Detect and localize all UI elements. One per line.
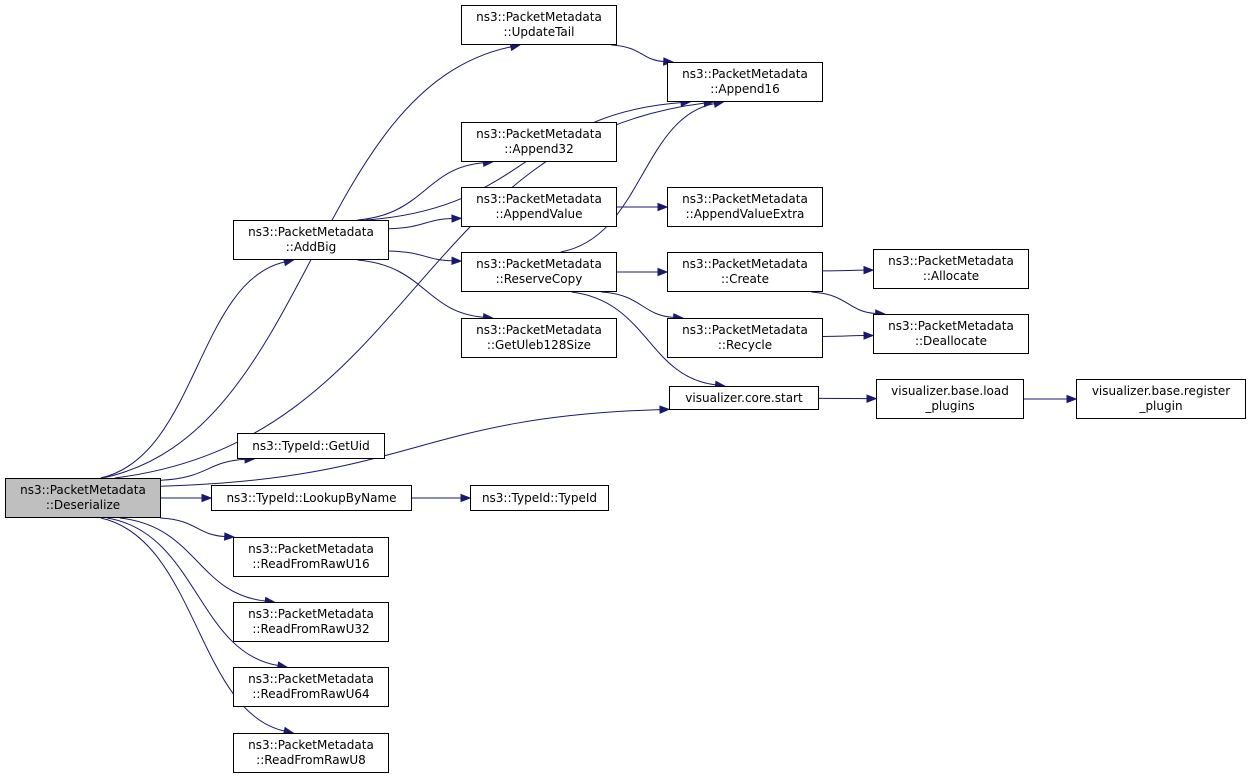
node-label-line2: ::AppendValue: [495, 207, 583, 221]
arrowhead-create-to-allocate: [863, 265, 875, 275]
node-label-line1: ns3::PacketMetadata: [248, 672, 374, 686]
node-label-line1: ns3::PacketMetadata: [682, 192, 808, 206]
node-label-line2: ::ReadFromRawU8: [256, 753, 366, 767]
node-label-line2: ::ReadFromRawU32: [252, 622, 370, 636]
node-append16[interactable]: ns3::PacketMetadata ::Append16: [667, 62, 823, 102]
node-label-line2: ::Allocate: [922, 269, 980, 283]
node-label-line1: visualizer.base.register: [1091, 384, 1231, 398]
edge-deserialize-to-getuid: [160, 458, 246, 481]
node-read-from-raw-u64[interactable]: ns3::PacketMetadata ::ReadFromRawU64: [233, 667, 389, 707]
node-label-line2: ::ReadFromRawU16: [252, 557, 370, 571]
node-label-line1: ns3::PacketMetadata: [476, 10, 602, 24]
node-label-line2: ::ReserveCopy: [495, 272, 583, 286]
node-label-line1: ns3::PacketMetadata: [476, 257, 602, 271]
node-visualizer-load-plugins[interactable]: visualizer.base.load _plugins: [876, 379, 1024, 419]
edge-addbig-to-appendvalue: [388, 218, 453, 230]
node-label-line2: ::Deallocate: [914, 334, 988, 348]
edge-reservecopy-to-append16: [560, 103, 715, 253]
arrowhead-deserialize-to-lookupbyname: [201, 493, 213, 503]
arrowhead-loadplugins-to-registerplugin: [1066, 394, 1078, 404]
node-label-line2: ::Recycle: [717, 338, 773, 352]
arrowhead-addbig-to-appendvalue: [451, 214, 463, 223]
node-label-line1: ns3::PacketMetadata: [682, 323, 808, 337]
edge-reservecopy-to-corestart: [571, 291, 716, 386]
node-label-line1: ns3::PacketMetadata: [248, 607, 374, 621]
arrowhead-recycle-to-deallocate: [863, 331, 875, 340]
node-deallocate[interactable]: ns3::PacketMetadata ::Deallocate: [873, 314, 1029, 354]
edge-addbig-to-reservecopy: [388, 250, 453, 262]
node-visualizer-register-plugin[interactable]: visualizer.base.register _plugin: [1076, 379, 1246, 419]
edge-deserialize-to-readu8: [100, 517, 285, 732]
node-label-line2: ::AddBig: [285, 240, 337, 254]
node-label-line1: ns3::PacketMetadata: [476, 323, 602, 337]
node-label-line1: ns3::PacketMetadata: [476, 192, 602, 206]
node-read-from-raw-u32[interactable]: ns3::PacketMetadata ::ReadFromRawU32: [233, 602, 389, 642]
arrowhead-corestart-to-loadplugins: [866, 394, 878, 403]
edge-deserialize-to-readu16: [160, 517, 225, 538]
arrowhead-reservecopy-to-create: [657, 267, 669, 277]
edge-addbig-to-getuleb: [357, 259, 484, 318]
node-append-value[interactable]: ns3::PacketMetadata ::AppendValue: [461, 187, 617, 227]
edge-deserialize-to-readu32: [119, 517, 266, 602]
edge-create-to-deallocate: [811, 291, 876, 314]
node-add-big[interactable]: ns3::PacketMetadata ::AddBig: [233, 220, 389, 260]
node-get-uleb128-size[interactable]: ns3::PacketMetadata ::GetUleb128Size: [461, 318, 617, 358]
node-label-line2: ::UpdateTail: [503, 25, 575, 39]
edge-reservecopy-to-recycle: [601, 291, 674, 318]
node-reserve-copy[interactable]: ns3::PacketMetadata ::ReserveCopy: [461, 252, 617, 292]
node-label-line2: _plugin: [1139, 399, 1183, 413]
node-create[interactable]: ns3::PacketMetadata ::Create: [667, 252, 823, 292]
node-label-line1: visualizer.core.start: [685, 390, 803, 405]
node-label-line1: ns3::PacketMetadata: [682, 257, 808, 271]
node-typeid-lookup-by-name[interactable]: ns3::TypeId::LookupByName: [211, 485, 412, 511]
node-label-line1: ns3::PacketMetadata: [248, 225, 374, 239]
edge-deserialize-to-addbig: [100, 261, 285, 479]
node-visualizer-core-start[interactable]: visualizer.core.start: [669, 386, 819, 410]
node-label-line2: ::GetUleb128Size: [486, 338, 592, 352]
node-label-line2: ::Deserialize: [45, 498, 121, 512]
node-read-from-raw-u16[interactable]: ns3::PacketMetadata ::ReadFromRawU16: [233, 537, 389, 577]
node-typeid-typeid[interactable]: ns3::TypeId::TypeId: [470, 485, 609, 511]
node-recycle[interactable]: ns3::PacketMetadata ::Recycle: [667, 318, 823, 358]
node-label-line1: ns3::PacketMetadata: [682, 67, 808, 81]
arrowhead-deserialize-to-corestart: [659, 405, 671, 414]
node-label-line2: ::Append16: [710, 82, 780, 96]
arrowhead-addbig-to-reservecopy: [451, 256, 463, 266]
arrowhead-appendvalue-to-appendvalueextra: [657, 202, 669, 212]
node-label-line2: ::ReadFromRawU64: [252, 687, 370, 701]
arrowhead-lookupbyname-to-typeid: [460, 493, 472, 503]
node-label-line1: ns3::TypeId::TypeId: [481, 490, 598, 505]
arrowhead-deserialize-to-readu16: [224, 532, 236, 541]
node-label-line1: ns3::TypeId::GetUid: [252, 438, 370, 453]
edge-deserialize-to-readu64: [107, 517, 279, 667]
node-label-line1: ns3::PacketMetadata: [20, 483, 146, 497]
node-allocate[interactable]: ns3::PacketMetadata ::Allocate: [873, 249, 1029, 289]
node-update-tail[interactable]: ns3::PacketMetadata ::UpdateTail: [461, 5, 617, 45]
edge-deserialize-to-updatetail: [102, 46, 512, 479]
node-typeid-get-uid[interactable]: ns3::TypeId::GetUid: [237, 433, 385, 459]
node-label-line1: ns3::PacketMetadata: [248, 738, 374, 752]
node-label-line1: visualizer.base.load: [891, 384, 1009, 398]
edge-deserialize-to-corestart: [160, 409, 661, 487]
node-label-line1: ns3::TypeId::LookupByName: [226, 490, 397, 505]
node-read-from-raw-u8[interactable]: ns3::PacketMetadata ::ReadFromRawU8: [233, 733, 389, 773]
node-label-line1: ns3::PacketMetadata: [476, 127, 602, 141]
node-deserialize: ns3::PacketMetadata ::Deserialize: [5, 478, 161, 518]
node-append32[interactable]: ns3::PacketMetadata ::Append32: [461, 122, 617, 162]
node-label-line1: ns3::PacketMetadata: [248, 542, 374, 556]
node-label-line1: ns3::PacketMetadata: [888, 254, 1014, 268]
node-label-line2: ::Append32: [504, 142, 574, 156]
node-label-line2: ::AppendValueExtra: [685, 207, 805, 221]
edge-create-to-allocate: [822, 269, 865, 272]
node-label-line2: ::Create: [721, 272, 769, 286]
edge-recycle-to-deallocate: [822, 335, 865, 337]
node-label-line1: ns3::PacketMetadata: [888, 319, 1014, 333]
edge-addbig-to-append32: [357, 162, 484, 221]
node-label-line2: _plugins: [925, 399, 975, 413]
node-append-value-extra[interactable]: ns3::PacketMetadata ::AppendValueExtra: [667, 187, 823, 227]
edge-updatetail-to-append16: [611, 44, 664, 63]
